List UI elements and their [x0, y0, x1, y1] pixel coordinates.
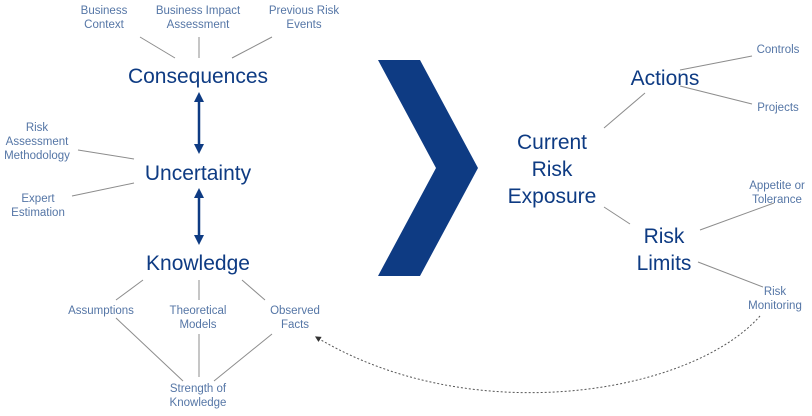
- label-line: Previous Risk: [269, 5, 340, 17]
- label-line: Assumptions: [68, 305, 134, 317]
- connector-previous-risk: [231, 36, 273, 59]
- feedback-dotted-arrow: [314, 315, 761, 394]
- label-line: Exposure: [508, 185, 597, 208]
- label-line: Risk: [644, 225, 685, 248]
- label-line: Limits: [637, 252, 692, 275]
- label-line: Theoretical: [170, 305, 227, 317]
- assumptions-label: Assumptions: [68, 305, 134, 317]
- connector-projects: [679, 85, 753, 105]
- label-line: Knowledge: [170, 397, 227, 409]
- knowledge-label: Knowledge: [146, 252, 250, 275]
- label-line: Current: [517, 131, 587, 154]
- label-line: Monitoring: [748, 300, 802, 312]
- label-line: Observed: [270, 305, 320, 317]
- label-line: Risk: [26, 122, 49, 134]
- label-line: Risk: [532, 158, 573, 181]
- connector-actions-exposure: [603, 92, 646, 129]
- connector-assumptions: [115, 279, 144, 301]
- label-line: Methodology: [4, 150, 70, 162]
- label-line: Estimation: [11, 207, 65, 219]
- label-line: Business: [81, 5, 128, 17]
- connector-assumptions-strength: [115, 317, 184, 382]
- chevron-icon: [378, 60, 478, 276]
- consequences-label: Consequences: [128, 65, 268, 88]
- connector-observed-facts: [241, 279, 266, 301]
- actions-label: Actions: [631, 67, 700, 90]
- label-line: Appetite or: [749, 180, 805, 192]
- projects-label: Projects: [757, 102, 799, 114]
- label-line: Business Impact: [156, 5, 241, 17]
- connector-expert-estimation: [71, 182, 135, 197]
- connector-risk-assessment: [77, 149, 135, 160]
- label-line: Risk: [764, 286, 787, 298]
- label-line: Tolerance: [752, 194, 802, 206]
- connector-appetite: [699, 202, 775, 231]
- connector-exposure-limits: [603, 206, 631, 225]
- label-line: Models: [179, 319, 216, 331]
- label-line: Strength of: [170, 383, 227, 395]
- label-line: Controls: [757, 44, 800, 56]
- strength-of-knowledge-label: Strength of Knowledge: [170, 383, 227, 409]
- label-line: Projects: [757, 102, 799, 114]
- connector-controls: [679, 55, 753, 71]
- connector-monitoring: [697, 261, 764, 288]
- connector-business-context: [139, 36, 176, 59]
- connector-facts-strength: [213, 333, 273, 382]
- controls-label: Controls: [757, 44, 800, 56]
- label-line: Assessment: [6, 136, 69, 148]
- uncertainty-label: Uncertainty: [145, 162, 252, 185]
- label-line: Facts: [281, 319, 309, 331]
- label-line: Assessment: [167, 19, 230, 31]
- label-line: Expert: [21, 193, 55, 205]
- appetite-tolerance-label: Appetite or Tolerance: [749, 180, 805, 206]
- label-line: Context: [84, 19, 124, 31]
- label-line: Events: [286, 19, 321, 31]
